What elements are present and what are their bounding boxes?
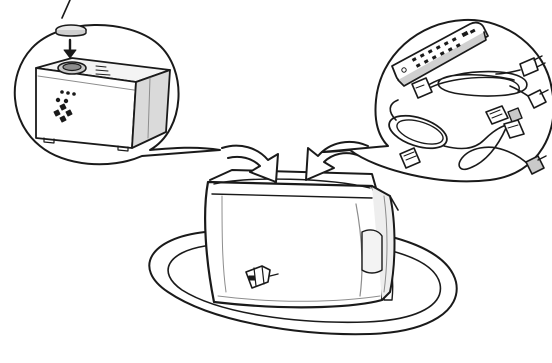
lens-cap-icon xyxy=(56,25,86,36)
accessories-panel xyxy=(322,20,552,181)
carrying-bag-icon xyxy=(205,170,398,307)
projector-icon xyxy=(36,58,170,151)
projector-panel xyxy=(15,0,220,164)
